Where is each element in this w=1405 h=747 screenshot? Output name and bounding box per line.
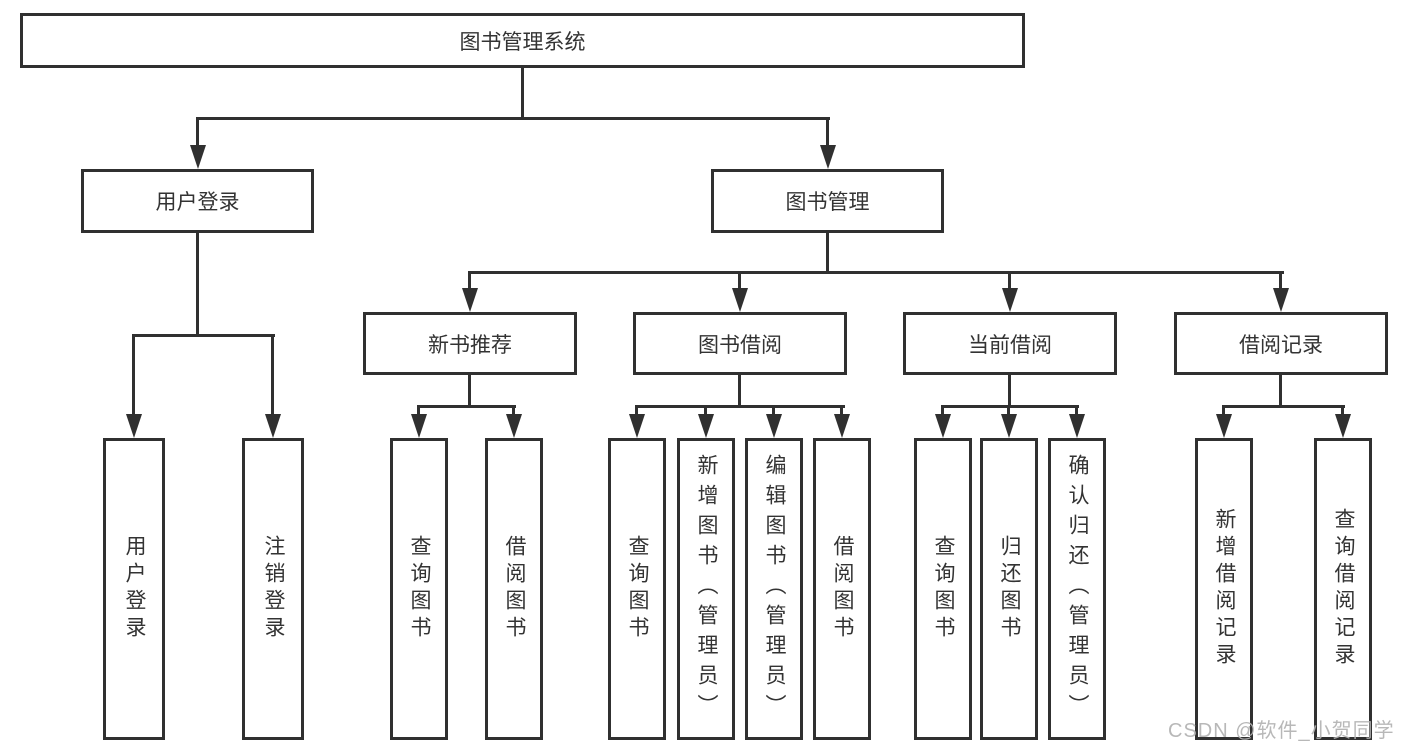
arrow-down-icon: [506, 414, 522, 438]
connector-line: [1279, 271, 1282, 290]
connector-line: [772, 405, 775, 418]
arrow-down-icon: [766, 414, 782, 438]
connector-line: [1008, 375, 1011, 406]
leaf-recommend-borrow-book: 借阅图书: [485, 438, 543, 740]
node-book-management: 图书管理: [711, 169, 944, 233]
arrow-down-icon: [1001, 414, 1017, 438]
connector-line: [1075, 405, 1078, 418]
arrow-down-icon: [629, 414, 645, 438]
arrow-down-icon: [1273, 288, 1289, 312]
connector-line: [738, 375, 741, 406]
arrow-down-icon: [265, 414, 281, 438]
leaf-logout-login: 注销登录: [242, 438, 304, 740]
leaf-records-query-borrow-record: 查询借阅记录: [1314, 438, 1372, 740]
node-borrowing-records: 借阅记录: [1174, 312, 1388, 375]
arrow-down-icon: [462, 288, 478, 312]
connector-line: [1222, 405, 1345, 408]
leaf-recommend-query-book: 查询图书: [390, 438, 448, 740]
node-library-management-system: 图书管理系统: [20, 13, 1025, 68]
node-book-borrowing: 图书借阅: [633, 312, 847, 375]
connector-line: [512, 405, 515, 418]
connector-line: [1008, 271, 1011, 290]
connector-line: [132, 334, 275, 337]
connector-line: [468, 271, 471, 290]
connector-line: [941, 405, 1079, 408]
leaf-current-return-book: 归还图书: [980, 438, 1038, 740]
node-user-login: 用户登录: [81, 169, 314, 233]
arrow-down-icon: [732, 288, 748, 312]
leaf-borrowing-borrow-book: 借阅图书: [813, 438, 871, 740]
connector-line: [826, 233, 829, 273]
leaf-current-query-book: 查询图书: [914, 438, 972, 740]
arrow-down-icon: [698, 414, 714, 438]
leaf-borrowing-edit-book-admin: 编辑图书（管理员）: [745, 438, 803, 740]
connector-line: [941, 405, 944, 418]
leaf-records-add-borrow-record: 新增借阅记录: [1195, 438, 1253, 740]
leaf-borrowing-query-book: 查询图书: [608, 438, 666, 740]
connector-line: [826, 117, 829, 149]
connector-line: [132, 334, 135, 415]
connector-line: [196, 233, 199, 336]
connector-line: [196, 117, 199, 149]
connector-line: [468, 271, 1284, 274]
arrow-down-icon: [411, 414, 427, 438]
connector-line: [704, 405, 707, 418]
arrow-down-icon: [834, 414, 850, 438]
node-new-book-recommendation: 新书推荐: [363, 312, 577, 375]
arrow-down-icon: [820, 145, 836, 169]
arrow-down-icon: [1069, 414, 1085, 438]
watermark: CSDN @软件_小贺同学: [1168, 720, 1395, 742]
arrow-down-icon: [1002, 288, 1018, 312]
leaf-user-login: 用户登录: [103, 438, 165, 740]
arrow-down-icon: [935, 414, 951, 438]
connector-line: [417, 405, 420, 418]
connector-line: [417, 405, 516, 408]
arrow-down-icon: [1216, 414, 1232, 438]
leaf-current-confirm-return-admin: 确认归还（管理员）: [1048, 438, 1106, 740]
arrow-down-icon: [1335, 414, 1351, 438]
connector-line: [738, 271, 741, 290]
node-current-borrowing: 当前借阅: [903, 312, 1117, 375]
leaf-borrowing-add-book-admin: 新增图书（管理员）: [677, 438, 735, 740]
connector-line: [197, 117, 830, 120]
connector-line: [635, 405, 845, 408]
connector-line: [521, 68, 524, 118]
arrow-down-icon: [126, 414, 142, 438]
connector-line: [271, 334, 274, 415]
arrow-down-icon: [190, 145, 206, 169]
connector-line: [1007, 405, 1010, 418]
connector-line: [840, 405, 843, 418]
connector-line: [1279, 375, 1282, 406]
connector-line: [1222, 405, 1225, 418]
connector-line: [635, 405, 638, 418]
connector-line: [1341, 405, 1344, 418]
connector-line: [468, 375, 471, 406]
